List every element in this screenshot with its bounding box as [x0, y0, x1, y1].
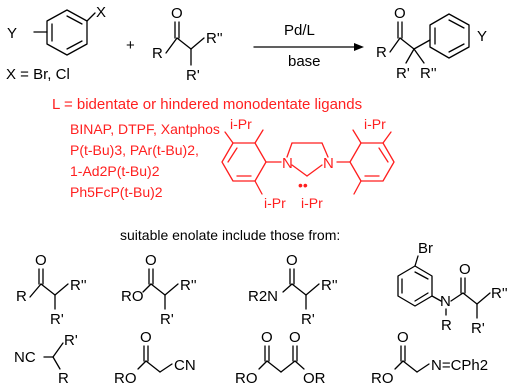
enolate-malonate: O O RO OR: [235, 329, 326, 385]
svg-text:R': R': [471, 320, 485, 337]
svg-text:R': R': [50, 311, 64, 328]
svg-text:OR: OR: [303, 370, 326, 385]
ligand-line-4: Ph5FcP(t-Bu)2: [70, 184, 163, 200]
ligand-line-2: P(t-Bu)3, PAr(t-Bu)2,: [70, 142, 199, 158]
nhc-n-left: N: [282, 155, 293, 172]
aryl-y-label: Y: [7, 25, 17, 42]
ketone-o-label: O: [171, 5, 183, 22]
svg-text:R': R': [301, 311, 315, 328]
svg-text:O: O: [459, 261, 471, 278]
product: O R Y R' R'': [376, 5, 487, 82]
svg-text:O: O: [286, 252, 298, 269]
product-o-label: O: [394, 5, 406, 22]
product-y-label: Y: [477, 28, 487, 45]
ipr-bottom-right: i-Pr: [301, 195, 323, 211]
ligand-line-3: 1-Ad2P(t-Bu)2: [70, 163, 160, 179]
ketone-r-label: R: [152, 45, 163, 62]
product-ring: [429, 13, 470, 59]
anilide-ring: [397, 265, 433, 307]
enolate-amide: O R2N R'' R': [248, 252, 338, 328]
svg-text:O: O: [397, 329, 409, 346]
aryl-x-definition: X = Br, Cl: [6, 66, 70, 83]
svg-text:O: O: [35, 252, 47, 269]
svg-text:N: N: [440, 293, 451, 310]
reaction-arrow: Pd/L base: [253, 22, 364, 70]
svg-text:N=CPh2: N=CPh2: [431, 357, 488, 374]
svg-text:O: O: [140, 329, 152, 346]
svg-text:R'': R'': [491, 285, 508, 302]
svg-text:R2N: R2N: [248, 288, 278, 305]
enolate-nitrile: NC R' R: [14, 332, 78, 385]
svg-text:RO: RO: [235, 370, 258, 385]
enolate-anilide: Br N R O R'' R': [397, 240, 508, 337]
ketone-r1-label: R': [186, 67, 200, 84]
svg-text:R: R: [441, 317, 452, 334]
svg-text:R': R': [160, 311, 174, 328]
enolate-ketone: O R R'' R': [16, 252, 87, 328]
catalyst-label: Pd/L: [284, 22, 315, 39]
base-label: base: [288, 53, 321, 70]
enolate-cyanoacetate: O RO CN: [114, 329, 196, 385]
enolate-caption: suitable enolate include those from:: [120, 227, 340, 243]
svg-text:Br: Br: [418, 240, 433, 257]
product-r1-label: R': [396, 65, 410, 82]
svg-text:CN: CN: [174, 357, 196, 374]
aryl-x-label: X: [96, 4, 106, 21]
ligand-heading: L = bidentate or hindered monodentate li…: [52, 96, 362, 113]
svg-text:RO: RO: [371, 370, 394, 385]
nhc-ligand: N N •• i-Pr i-Pr i-Pr i-Pr: [221, 116, 395, 211]
ketone-r2-label: R'': [206, 30, 223, 47]
svg-text:NC: NC: [14, 349, 36, 366]
ligand-line-1: BINAP, DTPF, Xantphos: [70, 121, 220, 137]
ketone-reactant: O R R'' R': [152, 5, 223, 84]
product-r-label: R: [376, 44, 387, 61]
nhc-n-right: N: [323, 155, 334, 172]
ipr-bottom-left: i-Pr: [264, 195, 286, 211]
svg-text:O: O: [261, 329, 273, 346]
ipr-top-right: i-Pr: [364, 116, 386, 132]
svg-text:R'': R'': [70, 277, 87, 294]
enolate-imino-ester: O RO N=CPh2: [371, 329, 488, 385]
svg-text:RO: RO: [114, 370, 137, 385]
carbene-lone-pair: ••: [298, 177, 308, 193]
product-r2-label: R'': [420, 65, 437, 82]
enolate-ester: O RO R'' R': [121, 252, 197, 328]
plus-sign: +: [126, 37, 135, 54]
svg-text:O: O: [145, 252, 157, 269]
svg-text:R': R': [64, 332, 78, 349]
svg-text:RO: RO: [121, 288, 144, 305]
svg-text:R'': R'': [321, 277, 338, 294]
aryl-halide: X Y X = Br, Cl: [6, 4, 106, 83]
svg-text:R: R: [16, 288, 27, 305]
ipr-top-left: i-Pr: [230, 116, 252, 132]
svg-text:O: O: [289, 329, 301, 346]
aryl-ring: [46, 9, 88, 56]
svg-text:R'': R'': [180, 277, 197, 294]
svg-text:R: R: [58, 370, 69, 385]
